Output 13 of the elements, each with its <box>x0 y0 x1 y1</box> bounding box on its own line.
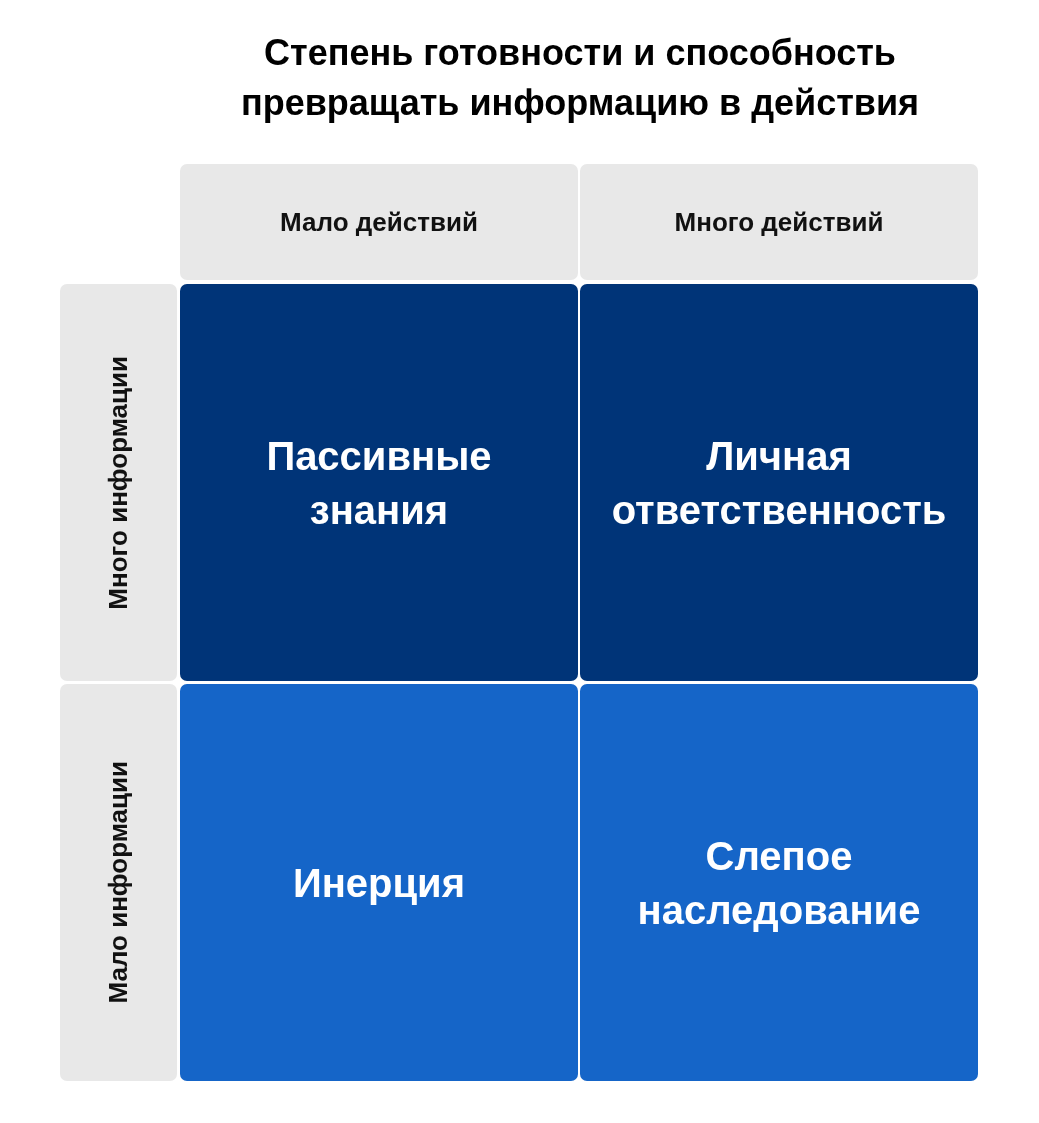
column-heading: Мало действий <box>280 206 478 238</box>
diagram-title: Степень готовности и способность превращать информацию в действия <box>239 31 921 125</box>
column-heading: Много действий <box>674 206 884 238</box>
quadrant-panel <box>580 684 978 1081</box>
quadrant-title: Пассивные знания <box>265 432 493 534</box>
quadrant-panel <box>180 284 578 681</box>
row-heading: Мало информации <box>103 761 134 1004</box>
quadrant-title: Личная ответственность <box>610 432 948 534</box>
row-heading: Много информации <box>103 355 134 610</box>
quadrant-title: Инерция <box>291 859 467 907</box>
quadrant-panel <box>580 284 978 681</box>
quadrant-title: Слепое наследование <box>636 832 922 934</box>
quadrant-panel <box>180 684 578 1081</box>
